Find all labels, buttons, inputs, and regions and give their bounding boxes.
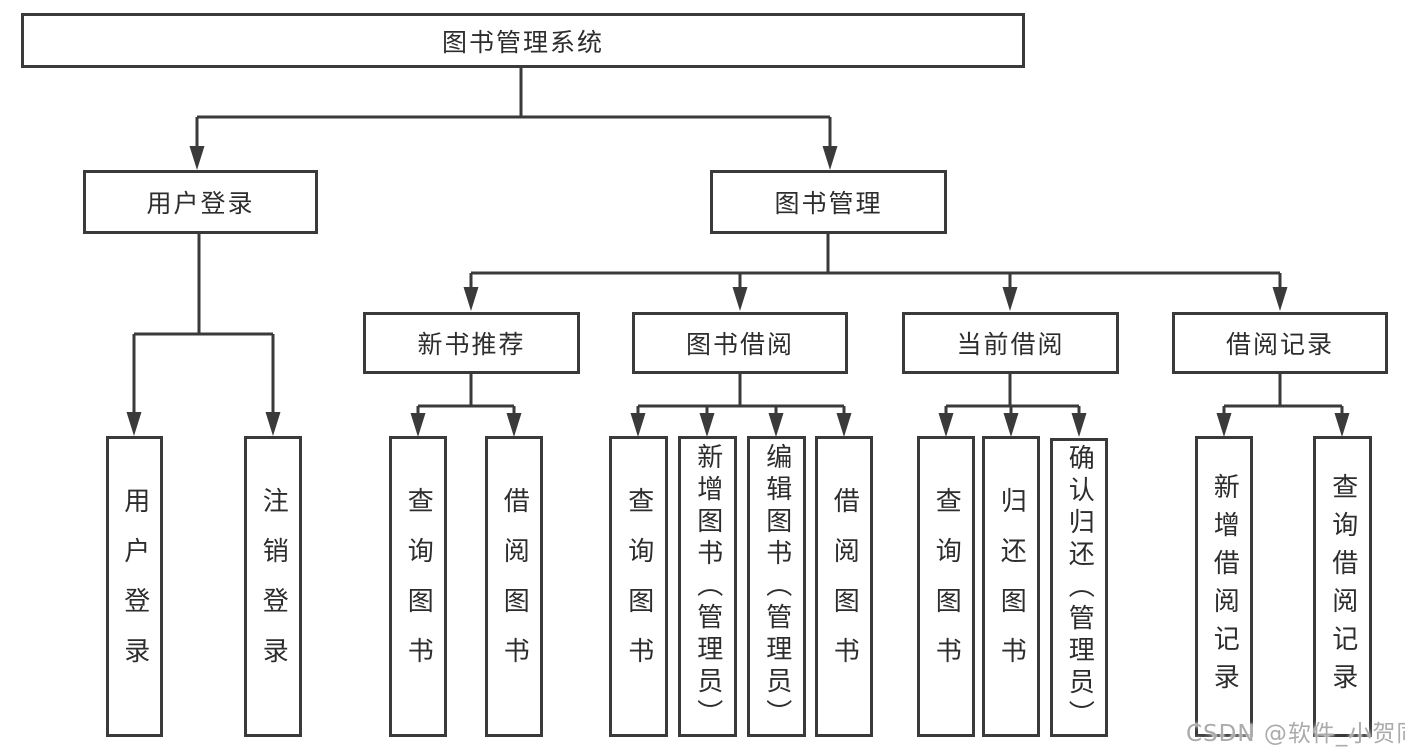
arrow-icon [126, 412, 142, 436]
connector-user-login [132, 234, 275, 414]
connector-book-mgmt [469, 234, 1282, 289]
node-label-new-book-recommendation: 新书推荐 [417, 330, 526, 359]
node-logout: 注销登录 [244, 436, 302, 737]
node-label-br-add-record: 新增借阅记录 [1209, 472, 1240, 701]
node-book-borrowing: 图书借阅 [632, 312, 848, 374]
node-label-cb-query-books: 查询图书 [931, 486, 962, 687]
node-bb-borrow-books: 借阅图书 [815, 436, 873, 737]
arrow-icon [410, 413, 426, 437]
arrow-icon [768, 413, 784, 437]
node-bb-query-books: 查询图书 [609, 436, 668, 737]
arrow-icon [506, 413, 522, 437]
node-cb-confirm-return-admin: 确认归还（管理员） [1050, 438, 1108, 737]
node-label-cb-confirm-return-admin: 确认归还（管理员） [1064, 443, 1095, 732]
arrow-icon [1216, 413, 1232, 437]
arrow-icon [822, 146, 838, 170]
node-label-user-login: 用户登录 [119, 486, 150, 687]
arrow-icon [938, 413, 954, 437]
csdn-watermark: CSDN @软件_小贺同学 [1186, 721, 1405, 747]
arrowheads [126, 146, 1350, 437]
connector-current-borrow [944, 374, 1081, 415]
node-label-bb-add-books-admin: 新增图书（管理员） [692, 442, 723, 731]
connector-new-book-rec [416, 374, 516, 415]
arrow-icon [1071, 413, 1087, 437]
arrow-icon [630, 413, 646, 437]
node-bb-add-books-admin: 新增图书（管理员） [678, 436, 737, 737]
node-user-login-group: 用户登录 [83, 170, 318, 234]
connector-borrow-records [1222, 374, 1344, 415]
node-library-management-system: 图书管理系统 [21, 13, 1025, 68]
node-label-bb-edit-books-admin: 编辑图书（管理员） [761, 442, 792, 731]
arrow-icon [1002, 287, 1018, 311]
node-label-borrow-records: 借阅记录 [1225, 330, 1334, 359]
node-user-login: 用户登录 [106, 436, 163, 737]
node-current-borrowing: 当前借阅 [902, 312, 1119, 374]
node-label-current-borrowing: 当前借阅 [956, 330, 1065, 359]
node-label-root: 图书管理系统 [441, 27, 604, 57]
node-nbr-borrow-books: 借阅图书 [485, 436, 543, 737]
node-label-bb-query-books: 查询图书 [623, 486, 654, 687]
arrow-icon [1272, 287, 1288, 311]
node-nbr-query-books: 查询图书 [389, 436, 447, 737]
arrow-icon [1334, 413, 1350, 437]
node-label-br-query-record: 查询借阅记录 [1327, 472, 1358, 701]
node-label-book-borrowing: 图书借阅 [685, 330, 794, 359]
node-label-book-management-group: 图书管理 [774, 189, 883, 218]
node-label-nbr-borrow-books: 借阅图书 [499, 486, 530, 687]
arrow-icon [265, 412, 281, 436]
arrow-icon [463, 287, 479, 311]
node-label-bb-borrow-books: 借阅图书 [829, 486, 860, 687]
arrow-icon [836, 413, 852, 437]
arrow-icon [189, 146, 205, 170]
arrow-icon [1003, 413, 1019, 437]
node-label-logout: 注销登录 [258, 486, 289, 687]
node-cb-query-books: 查询图书 [917, 436, 975, 737]
node-book-management-group: 图书管理 [710, 170, 947, 234]
node-br-query-record: 查询借阅记录 [1313, 436, 1372, 737]
node-label-user-login-group: 用户登录 [146, 189, 255, 218]
node-cb-return-books: 归还图书 [982, 436, 1040, 737]
connector-root [195, 68, 832, 148]
arrow-icon [732, 287, 748, 311]
node-borrow-records: 借阅记录 [1172, 312, 1388, 374]
node-bb-edit-books-admin: 编辑图书（管理员） [747, 436, 806, 737]
node-br-add-record: 新增借阅记录 [1195, 436, 1253, 737]
arrow-icon [699, 413, 715, 437]
connector-lines [132, 68, 1344, 415]
connector-book-borrow [636, 374, 846, 415]
node-label-cb-return-books: 归还图书 [996, 486, 1027, 687]
node-label-nbr-query-books: 查询图书 [403, 486, 434, 687]
node-new-book-recommendation: 新书推荐 [363, 312, 580, 374]
